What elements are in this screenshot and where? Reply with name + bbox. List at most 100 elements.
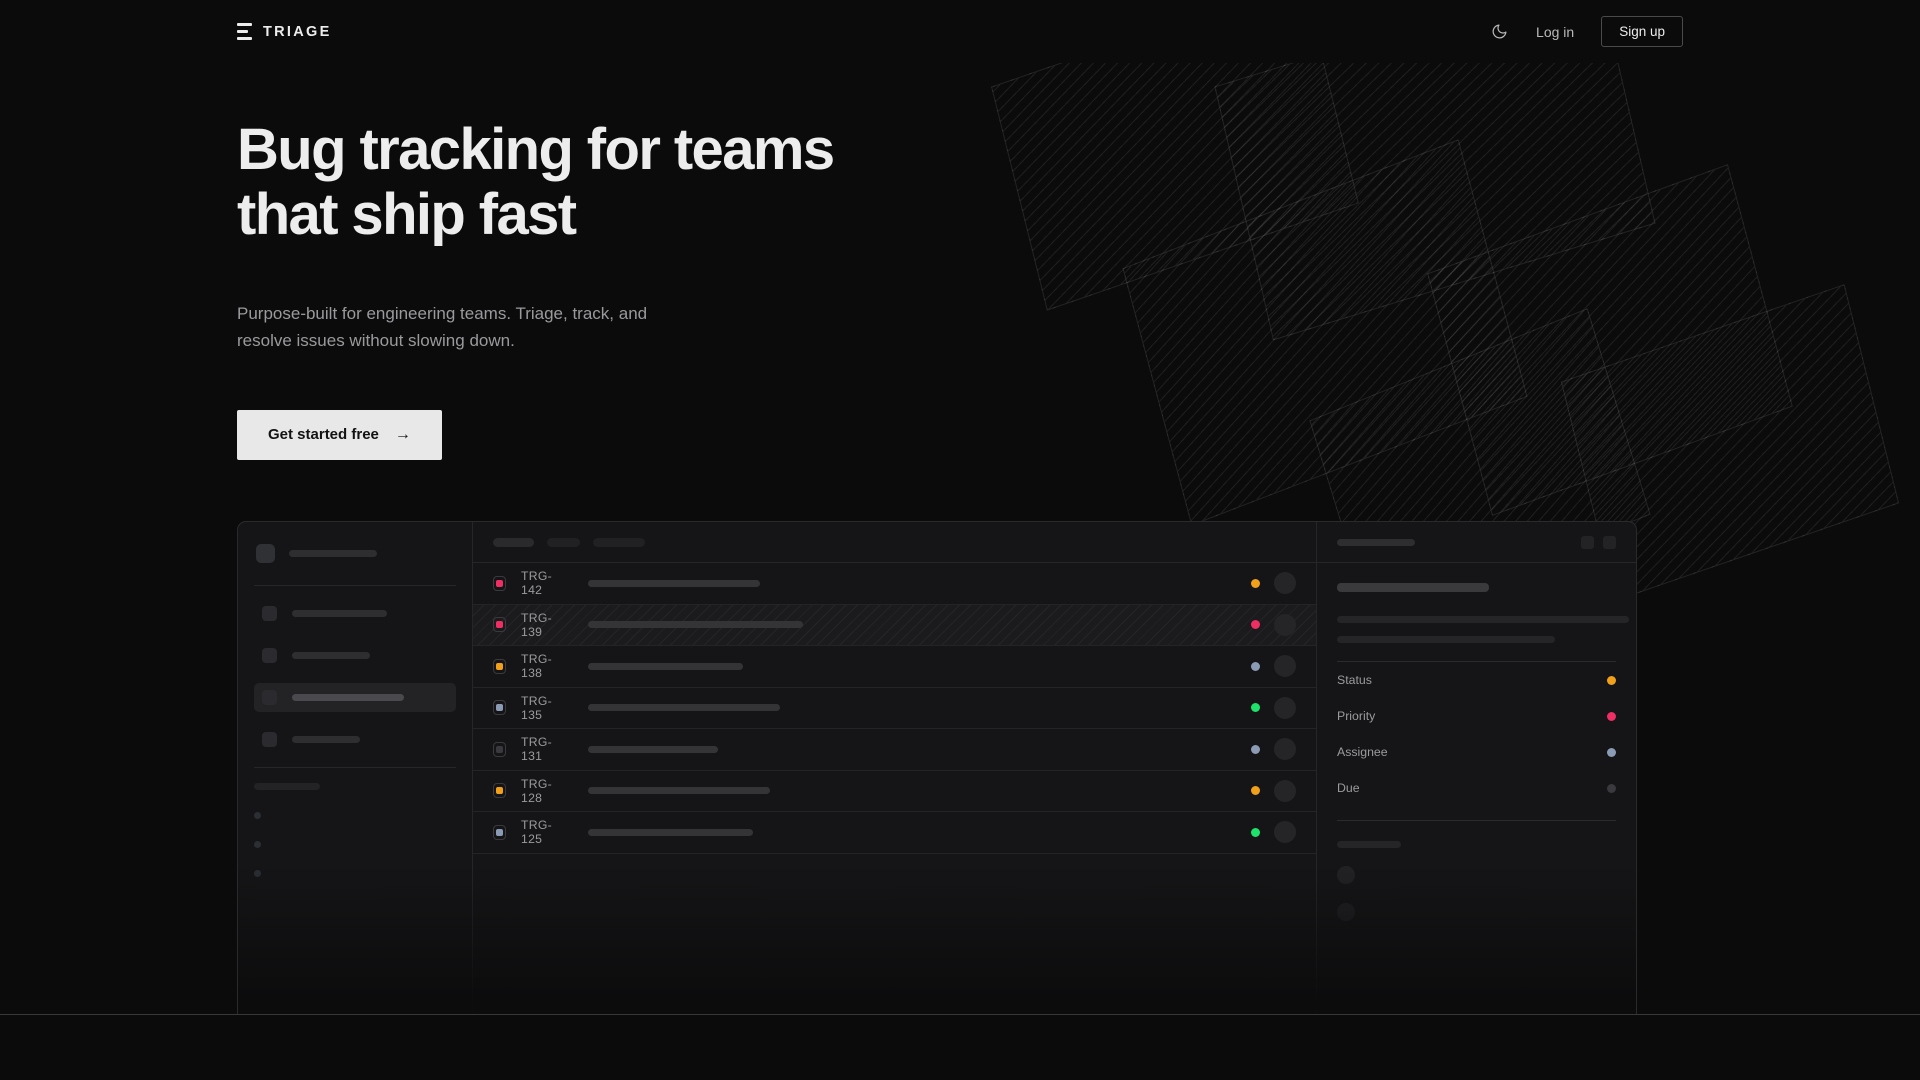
sidebar-item-label bbox=[292, 652, 370, 659]
issue-id: TRG-142 bbox=[521, 569, 552, 598]
avatar bbox=[1274, 821, 1296, 844]
table-row-selected[interactable]: TRG-139 bbox=[473, 604, 1316, 646]
meta-row[interactable]: Assignee bbox=[1337, 734, 1616, 770]
avatar bbox=[1274, 572, 1296, 595]
table-row[interactable]: TRG-125 bbox=[473, 812, 1316, 854]
sidebar-subitem[interactable] bbox=[254, 841, 261, 848]
avatar bbox=[1274, 613, 1296, 636]
decor-panel bbox=[1122, 139, 1528, 526]
meta-row[interactable]: Priority bbox=[1337, 698, 1616, 734]
workspace-name-placeholder bbox=[289, 550, 377, 557]
sidebar-item-active[interactable] bbox=[254, 683, 456, 712]
issue-id: TRG-139 bbox=[521, 610, 552, 639]
cta-label: Get started free bbox=[268, 426, 379, 444]
status-badge bbox=[1607, 747, 1616, 757]
list-toolbar bbox=[473, 522, 1316, 563]
issue-title-placeholder bbox=[588, 745, 718, 753]
toolbar-tab[interactable] bbox=[547, 537, 580, 547]
heading-line-1: Bug tracking for teams bbox=[237, 117, 835, 182]
avatar bbox=[1274, 738, 1296, 761]
decor-panel bbox=[1427, 164, 1793, 516]
panel-icon[interactable] bbox=[1581, 535, 1594, 549]
avatar bbox=[1274, 696, 1296, 719]
stacked-bars-logo-icon bbox=[237, 23, 252, 40]
status-dot bbox=[1251, 786, 1260, 796]
issue-id: TRG-138 bbox=[521, 652, 552, 681]
status-dot bbox=[1251, 703, 1260, 713]
status-badge bbox=[1607, 711, 1616, 721]
sidebar-subitem[interactable] bbox=[254, 812, 261, 819]
hero-subheading: Purpose-built for engineering teams. Tri… bbox=[237, 300, 707, 355]
meta-label: Priority bbox=[1337, 709, 1376, 723]
detail-text-line bbox=[1337, 636, 1555, 643]
priority-badge-icon bbox=[493, 741, 506, 757]
issue-detail-pane: Status Priority Assignee Due bbox=[1316, 522, 1636, 1014]
meta-label: Due bbox=[1337, 781, 1360, 795]
issue-id: TRG-131 bbox=[521, 735, 552, 764]
table-row[interactable]: TRG-135 bbox=[473, 688, 1316, 729]
priority-badge-icon bbox=[493, 783, 506, 799]
table-row[interactable]: TRG-131 bbox=[473, 729, 1316, 771]
sidebar-subitem[interactable] bbox=[254, 870, 261, 877]
detail-body: Status Priority Assignee Due bbox=[1317, 563, 1636, 921]
priority-badge-icon bbox=[493, 575, 506, 591]
signup-button[interactable]: Sign up bbox=[1601, 16, 1683, 47]
status-dot bbox=[1251, 744, 1260, 754]
issue-title-placeholder bbox=[588, 579, 760, 587]
sidebar-item[interactable] bbox=[254, 641, 456, 670]
heading-line-2: that ship fast bbox=[237, 181, 577, 247]
workspace-switcher[interactable] bbox=[238, 522, 472, 585]
arrow-right-icon: → bbox=[394, 425, 411, 443]
meta-row[interactable]: Due bbox=[1337, 770, 1616, 806]
issue-title-placeholder bbox=[588, 662, 743, 670]
product-mockup: TRG-142 TRG-139 TRG-138 bbox=[237, 521, 1637, 1015]
toolbar-tab[interactable] bbox=[493, 537, 534, 547]
hero-section: Bug tracking for teams that ship fast Pu… bbox=[237, 117, 835, 460]
activity-label-placeholder bbox=[1337, 841, 1401, 848]
section-divider bbox=[0, 1014, 1920, 1015]
sidebar-item[interactable] bbox=[254, 599, 456, 628]
toolbar-tab[interactable] bbox=[593, 537, 645, 547]
table-row[interactable]: TRG-128 bbox=[473, 771, 1316, 812]
sidebar-section-label bbox=[254, 783, 320, 790]
status-dot bbox=[1251, 620, 1260, 630]
sidebar-item-label bbox=[292, 736, 360, 743]
top-navigation-bar: TRIAGE Log in Sign up bbox=[0, 0, 1920, 63]
more-icon[interactable] bbox=[1603, 535, 1616, 549]
mockup-sidebar bbox=[238, 522, 473, 1014]
sidebar-item-icon bbox=[262, 732, 277, 747]
avatar bbox=[1274, 655, 1296, 678]
sidebar-item-icon bbox=[262, 690, 277, 705]
avatar bbox=[1337, 866, 1355, 884]
meta-row[interactable]: Status bbox=[1337, 662, 1616, 698]
subheading-line-2: resolve issues without slowing down. bbox=[237, 331, 515, 351]
issue-title-placeholder bbox=[588, 787, 770, 795]
login-link[interactable]: Log in bbox=[1536, 23, 1575, 40]
sidebar-section bbox=[238, 768, 472, 877]
brand-logo[interactable]: TRIAGE bbox=[237, 23, 332, 40]
table-row[interactable]: TRG-138 bbox=[473, 646, 1316, 688]
workspace-avatar bbox=[256, 544, 275, 563]
priority-badge-icon bbox=[493, 617, 506, 633]
sidebar-item[interactable] bbox=[254, 725, 456, 754]
subheading-line-1: Purpose-built for engineering teams. Tri… bbox=[237, 303, 648, 323]
sidebar-item-icon bbox=[262, 648, 277, 663]
table-row[interactable]: TRG-142 bbox=[473, 563, 1316, 605]
get-started-button[interactable]: Get started free → bbox=[237, 409, 442, 460]
detail-text-line bbox=[1337, 616, 1629, 623]
avatar bbox=[1274, 779, 1296, 802]
meta-label: Assignee bbox=[1337, 745, 1388, 759]
status-dot bbox=[1251, 578, 1260, 588]
detail-header bbox=[1317, 522, 1636, 563]
issue-id: TRG-128 bbox=[521, 776, 552, 805]
issue-id: TRG-125 bbox=[521, 818, 552, 847]
brand-name: TRIAGE bbox=[263, 23, 332, 40]
status-dot bbox=[1251, 661, 1260, 671]
moon-icon[interactable] bbox=[1489, 22, 1509, 42]
divider bbox=[1337, 661, 1616, 662]
divider bbox=[1337, 820, 1616, 821]
avatar bbox=[1337, 903, 1355, 921]
divider bbox=[254, 585, 456, 586]
detail-title-placeholder bbox=[1337, 583, 1489, 592]
detail-breadcrumb-placeholder bbox=[1337, 538, 1415, 546]
